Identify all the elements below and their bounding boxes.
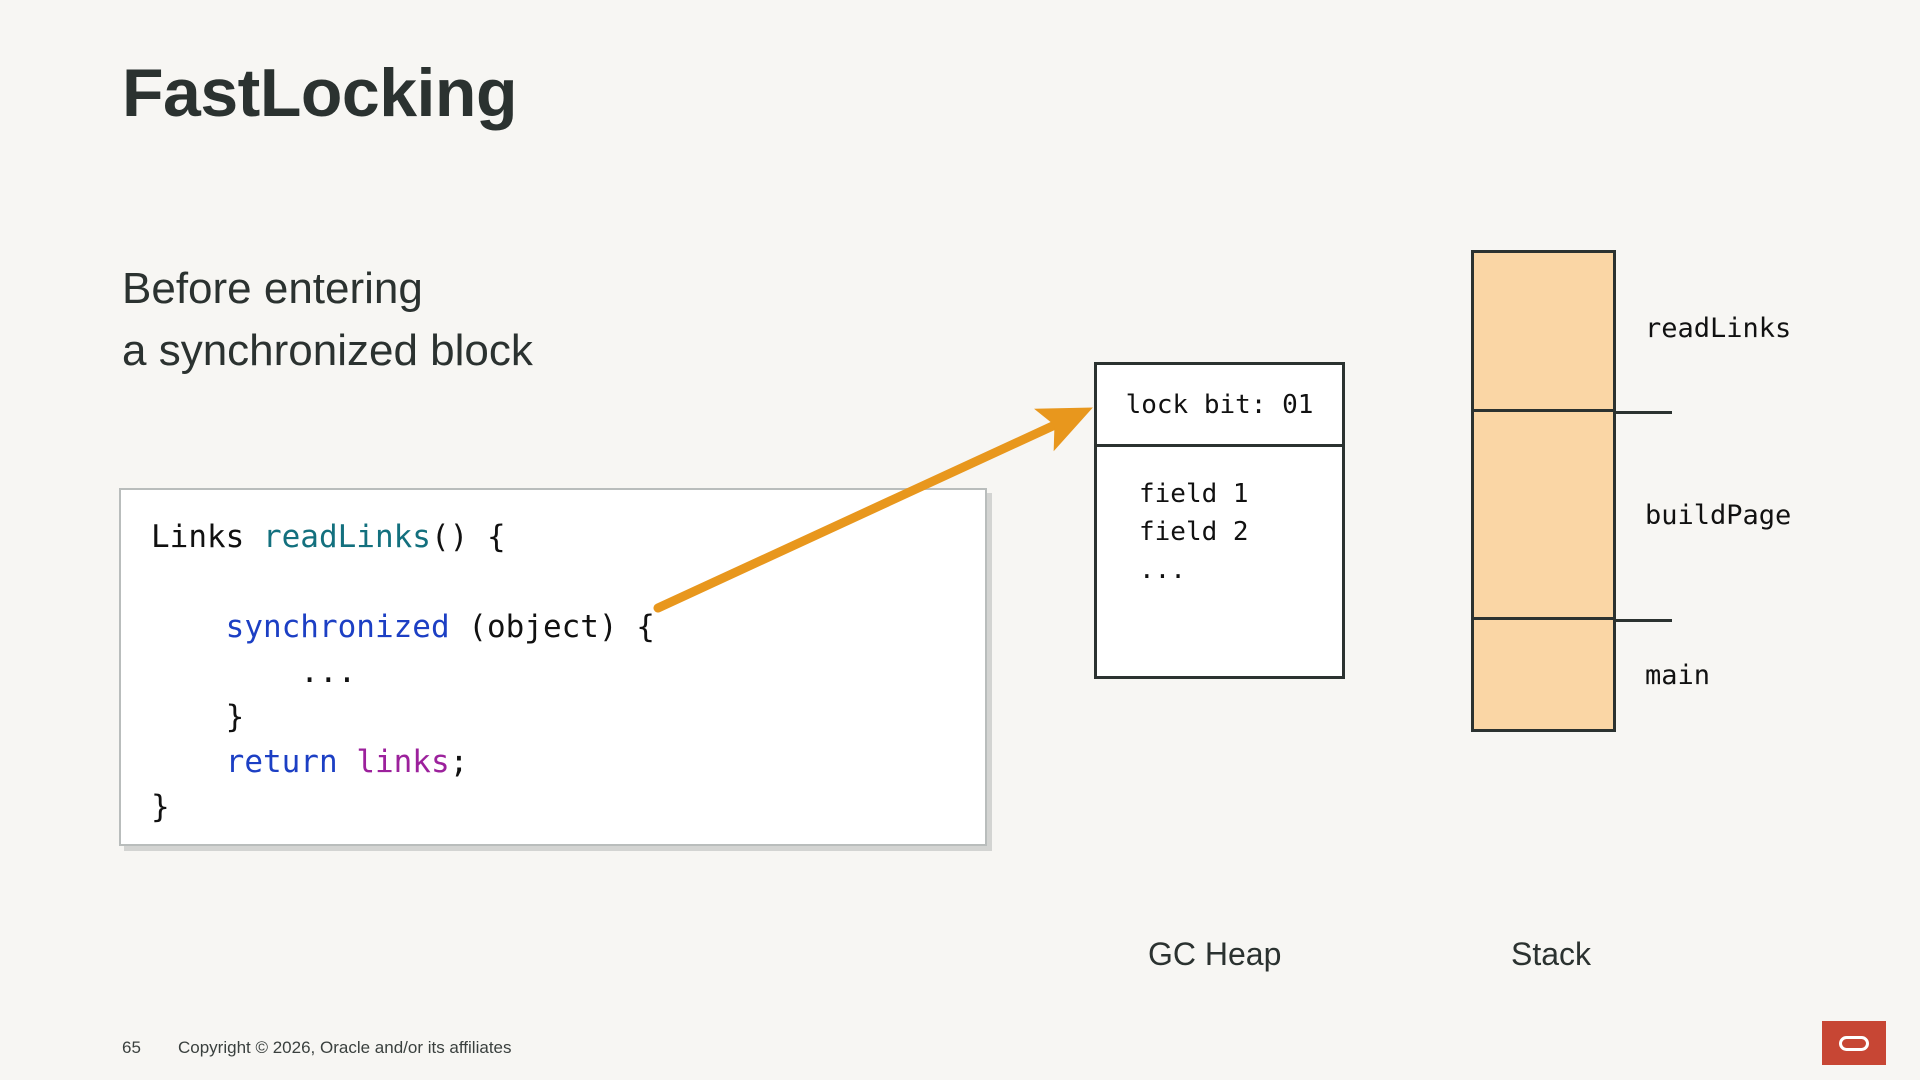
object-field-row: field 1 <box>1139 479 1249 509</box>
code-line: return links; <box>151 740 655 785</box>
stack-frame-label: buildPage <box>1645 499 1792 531</box>
object-field-row: ... <box>1139 555 1186 585</box>
object-field-row: field 2 <box>1139 517 1249 547</box>
subtitle-line-2: a synchronized block <box>122 326 533 376</box>
code-token-plain <box>151 744 226 780</box>
code-line: ... <box>151 650 655 695</box>
slide-subtitle: Before entering a synchronized block <box>122 258 533 383</box>
code-token-plain: ... <box>151 654 357 690</box>
stack-frame-label: main <box>1645 659 1711 691</box>
code-token-plain: Links <box>151 519 263 555</box>
code-token-plain <box>151 609 226 645</box>
code-token-keyword: return <box>225 744 338 780</box>
stack-frame <box>1471 617 1616 732</box>
stack-frame <box>1471 409 1616 620</box>
stack-frame-label: readLinks <box>1645 313 1792 344</box>
slide-number: 65 <box>122 1038 141 1057</box>
code-sample-box: Links readLinks() { synchronized (object… <box>119 488 987 846</box>
heap-object-box: lock bit: 01 field 1 field 2... <box>1094 362 1345 679</box>
copyright-notice: Copyright © 2026, Oracle and/or its affi… <box>178 1038 512 1057</box>
code-token-method: readLinks <box>262 519 431 555</box>
subtitle-line-1: Before entering <box>122 264 423 313</box>
gc-heap-caption: GC Heap <box>1148 936 1282 972</box>
code-token-plain: (object) { <box>449 609 655 645</box>
page-title: FastLocking <box>122 55 518 131</box>
object-fields-list: field 1 field 2... <box>1097 447 1342 589</box>
object-header-lock-bit: lock bit: 01 <box>1097 365 1342 447</box>
code-sample-text: Links readLinks() { synchronized (object… <box>151 515 655 830</box>
stack-frame-divider-tick <box>1616 411 1672 414</box>
oracle-logo <box>1822 1021 1886 1065</box>
code-line: } <box>151 695 655 740</box>
code-line: } <box>151 785 655 830</box>
code-token-plain: } <box>151 789 170 825</box>
code-line <box>151 560 655 605</box>
stack-frames-column <box>1471 250 1672 735</box>
code-token-var: links <box>356 744 450 780</box>
code-token-plain <box>338 744 357 780</box>
stack-frame-divider-tick <box>1616 619 1672 622</box>
code-line: Links readLinks() { <box>151 515 655 560</box>
code-token-plain: () { <box>430 519 506 555</box>
code-line: synchronized (object) { <box>151 605 655 650</box>
stack-caption: Stack <box>1511 936 1592 972</box>
code-token-plain: ; <box>449 744 469 780</box>
stack-frame <box>1471 250 1616 412</box>
code-token-keyword: synchronized <box>225 609 450 645</box>
code-token-plain: } <box>151 699 245 735</box>
oracle-logo-icon <box>1839 1035 1869 1051</box>
